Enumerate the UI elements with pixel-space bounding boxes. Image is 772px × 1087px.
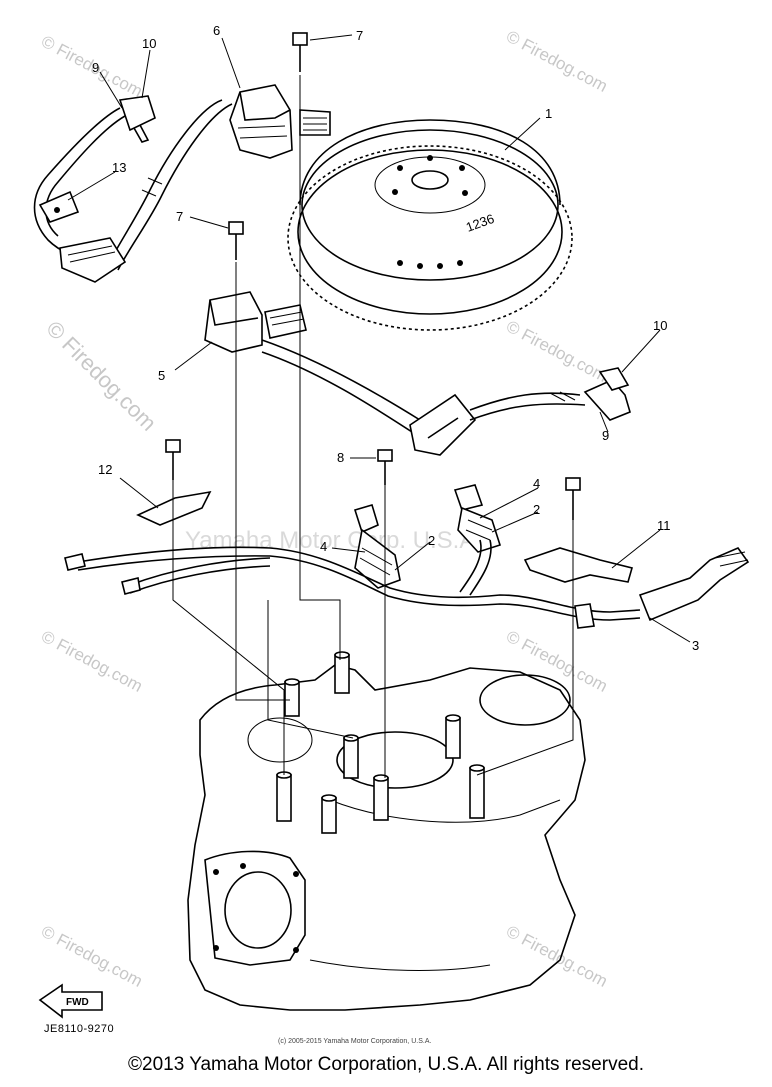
crankcase-boss xyxy=(343,734,359,779)
bracket-11 xyxy=(523,477,633,583)
plate-12 xyxy=(136,439,212,526)
part-label-1: 1 xyxy=(545,106,552,121)
crankcase-boss xyxy=(469,764,485,819)
part-label-8: 8 xyxy=(337,450,344,465)
wire-harness xyxy=(64,539,750,629)
assembly-guide-lines xyxy=(172,110,574,778)
part-label-7: 7 xyxy=(356,28,363,43)
forward-arrow: FWD xyxy=(38,983,103,1019)
bolt-7-lower xyxy=(228,221,244,292)
part-label-4: 4 xyxy=(320,539,327,554)
part-label-7: 7 xyxy=(176,209,183,224)
crankcase-boss xyxy=(284,678,300,717)
spark-plug-cap-left xyxy=(33,95,156,283)
crankcase-boss xyxy=(276,771,292,822)
watermark-firedog: © Firedog.com xyxy=(503,627,611,696)
small-copyright: (c) 2005-2015 Yamaha Motor Corporation, … xyxy=(278,1038,431,1045)
watermark-firedog: © Firedog.com xyxy=(38,627,146,696)
watermark-center: Yamaha Motor Corp. U.S.A. xyxy=(185,527,482,554)
watermark-firedog: © Firedog.com xyxy=(503,27,611,96)
crankcase-boss xyxy=(373,774,389,821)
part-label-10: 10 xyxy=(653,318,667,333)
flywheel-marking: 1236 xyxy=(464,211,496,235)
part-label-13: 13 xyxy=(112,160,126,175)
bolt-8 xyxy=(377,449,393,485)
part-label-11: 11 xyxy=(657,518,671,533)
forward-arrow-label: FWD xyxy=(66,997,89,1008)
part-label-5: 5 xyxy=(158,368,165,383)
part-number-labels: 1 6 7 7 10 9 13 5 10 9 8 12 4 2 11 2 4 3 xyxy=(92,23,699,653)
part-label-4: 4 xyxy=(533,476,540,491)
ignition-coil-upper xyxy=(107,84,331,271)
watermark-firedog: © Firedog.com xyxy=(503,317,611,386)
leader-lines xyxy=(67,34,691,643)
watermark-firedog: © Firedog.com xyxy=(38,922,146,991)
watermark-firedog: © Firedog.com xyxy=(41,316,161,436)
crankcase-boss xyxy=(334,651,350,694)
part-label-10: 10 xyxy=(142,36,156,51)
part-label-2: 2 xyxy=(533,502,540,517)
part-label-3: 3 xyxy=(692,638,699,653)
part-label-9: 9 xyxy=(92,60,99,75)
part-label-2: 2 xyxy=(428,533,435,548)
drawing-code: JE8110-9270 xyxy=(44,1023,114,1035)
pulser-coil-left xyxy=(353,504,401,589)
flywheel-magneto: 1236 xyxy=(287,119,573,331)
part-label-6: 6 xyxy=(213,23,220,38)
spark-plug-cap-right xyxy=(583,367,631,421)
part-label-9: 9 xyxy=(602,428,609,443)
watermark-firedog: © Firedog.com xyxy=(503,922,611,991)
crankcase-boss xyxy=(445,714,461,759)
footer-copyright: ©2013 Yamaha Motor Corporation, U.S.A. A… xyxy=(128,1054,644,1075)
crankcase-boss xyxy=(321,794,337,834)
bolt-7-upper xyxy=(292,32,308,110)
part-label-12: 12 xyxy=(98,462,112,477)
ignition-coil-lower xyxy=(204,291,586,456)
crankcase xyxy=(187,651,586,1011)
